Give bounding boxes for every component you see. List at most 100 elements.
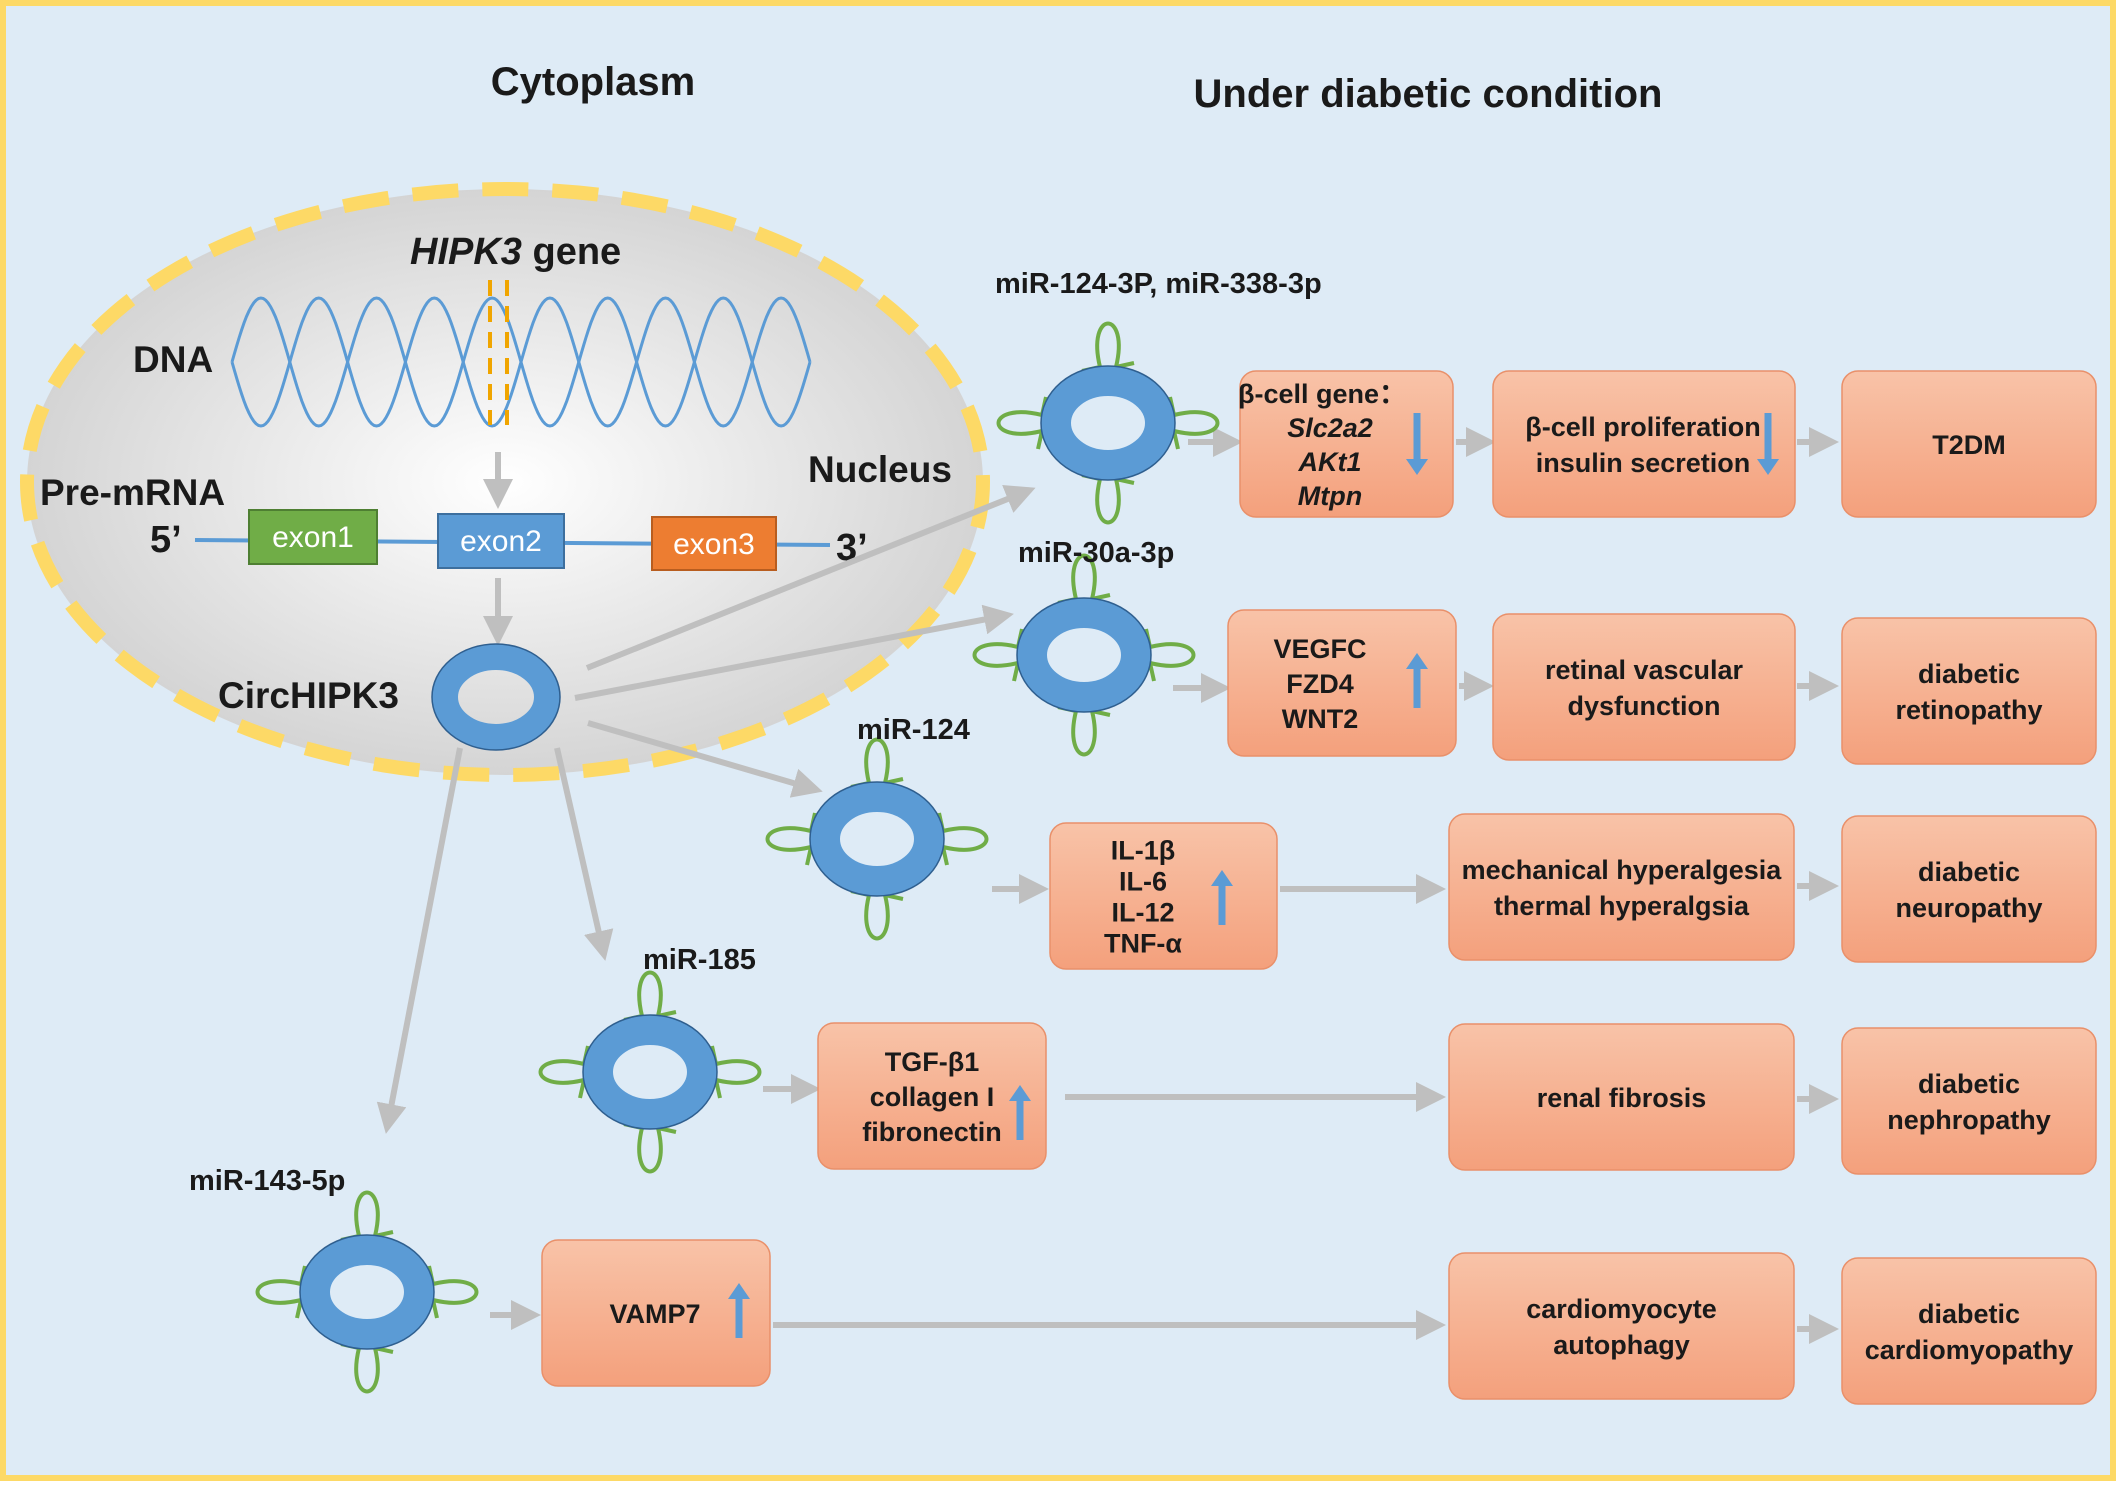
target-box-1-bg	[1239, 370, 1454, 518]
up-arrow-icon	[1406, 653, 1428, 669]
mirna-loop	[972, 628, 1024, 682]
sponge-ring-outline	[809, 781, 945, 897]
mirna-loop	[623, 1122, 677, 1174]
effect-box-1-line: β-cell proliferation	[1525, 412, 1761, 442]
disease-box-5-line: diabetic	[1918, 1299, 2020, 1329]
circhipk3-ring-outline	[431, 643, 561, 751]
mirna-sponge-2	[972, 553, 1196, 757]
target-box-5-line: VAMP7	[609, 1299, 700, 1329]
mirna-loop	[765, 812, 817, 866]
disease-box-5-bg	[1841, 1257, 2097, 1405]
disease-box-1: T2DM	[1841, 370, 2097, 518]
disease-box-5-line: cardiomyopathy	[1865, 1335, 2074, 1365]
hipk3-gene-label: HIPK3 gene	[410, 231, 621, 273]
disease-box-4-line: nephropathy	[1887, 1105, 2051, 1135]
sponge-ring-outline	[1040, 365, 1176, 481]
mirna-label-4: miR-185	[643, 944, 756, 976]
circhipk3-label: CircHIPK3	[218, 675, 399, 716]
mirna-label-2: miR-30a-3p	[1018, 537, 1174, 569]
sponge-ring-outline	[1016, 597, 1152, 713]
mirna-loop	[937, 812, 989, 866]
target-box-1-line: β-cell gene：	[1238, 379, 1406, 409]
target-box-4-bg	[817, 1022, 1047, 1170]
mirna-loop	[1081, 473, 1135, 525]
effect-box-2-bg	[1492, 613, 1796, 761]
mirna-loop	[538, 1045, 590, 1099]
sponge-ring-outline	[582, 1014, 718, 1130]
effect-box-1-bg	[1492, 370, 1796, 518]
up-arrow-icon	[1211, 870, 1233, 886]
target-box-3-line: IL-12	[1111, 898, 1174, 928]
effect-box-2-line: retinal vascular	[1545, 655, 1744, 685]
target-box-2-line: WNT2	[1282, 704, 1359, 734]
target-box-3-line: IL-6	[1119, 867, 1167, 897]
mirna-loop	[255, 1265, 307, 1319]
nucleus-label: Nucleus	[808, 449, 952, 490]
mirna-loop	[340, 1190, 394, 1242]
mirna-loop	[1057, 553, 1111, 605]
target-box-2-bg	[1227, 609, 1457, 757]
mirna-loop	[710, 1045, 762, 1099]
mirna-loop	[1168, 396, 1220, 450]
disease-box-1-bg	[1841, 370, 2097, 518]
up-arrow-icon	[1009, 1085, 1031, 1101]
sponge-ring-outline	[299, 1234, 435, 1350]
sponge-ring	[810, 782, 944, 896]
target-box-5: VAMP7	[541, 1239, 771, 1387]
exon2-box	[437, 513, 565, 569]
dna-helix	[230, 296, 812, 428]
effect-box-3-line: thermal hyperalgsia	[1494, 891, 1750, 921]
condition-title: Under diabetic condition	[1194, 72, 1663, 116]
sponge-ring	[300, 1235, 434, 1349]
dna-strand-b	[230, 296, 812, 428]
target-box-1-line: Slc2a2	[1287, 413, 1373, 443]
mirna-label-1: miR-124-3P, miR-338-3p	[995, 268, 1322, 300]
mirna-sponge-4	[538, 970, 762, 1174]
down-arrow-icon	[1757, 459, 1779, 475]
exon3-label: exon3	[673, 528, 755, 561]
dna-label: DNA	[133, 339, 213, 380]
mirna-loop	[850, 737, 904, 789]
mirna-sponge-1	[996, 321, 1220, 525]
circhipk3-ring	[432, 644, 560, 750]
mirna-sponge-3	[765, 737, 989, 941]
disease-box-3-line: neuropathy	[1895, 893, 2042, 923]
five-prime-label: 5’	[150, 519, 182, 561]
disease-box-1-line: T2DM	[1932, 430, 2006, 460]
mirna-sponge-5	[255, 1190, 479, 1394]
mirna-loop	[996, 396, 1048, 450]
target-box-3-bg	[1049, 822, 1278, 970]
effect-box-1: β-cell proliferation insulin secretion	[1492, 370, 1796, 518]
arrow-circ-to-mirna-3	[587, 720, 823, 798]
mirna-loop	[1081, 321, 1135, 373]
target-box-3-line: TNF-α	[1104, 929, 1182, 959]
arrow-circ-to-mirna-4	[554, 747, 614, 961]
effect-box-1-line: insulin secretion	[1536, 448, 1751, 478]
mirna-loop	[623, 970, 677, 1022]
arrow-circ-to-mirna-2	[574, 604, 1014, 701]
mirna-loop	[1057, 705, 1111, 757]
pre-mrna-label: Pre-mRNA	[40, 472, 225, 513]
arrow-layer	[376, 427, 1839, 1344]
target-box-4-line: TGF-β1	[885, 1047, 979, 1077]
exon3-box	[651, 516, 777, 571]
effect-box-5-bg	[1448, 1252, 1795, 1400]
cytoplasm-title: Cytoplasm	[491, 60, 696, 104]
exon1-label: exon1	[272, 521, 354, 554]
effect-box-4: renal fibrosis	[1448, 1023, 1795, 1171]
target-box-1-line: Mtpn	[1298, 481, 1362, 511]
sponge-ring	[1017, 598, 1151, 712]
effect-box-5-line: autophagy	[1553, 1330, 1690, 1360]
disease-box-2-line: retinopathy	[1895, 695, 2042, 725]
disease-box-5: diabetic cardiomyopathy	[1841, 1257, 2097, 1405]
mirna-loop	[340, 1342, 394, 1394]
